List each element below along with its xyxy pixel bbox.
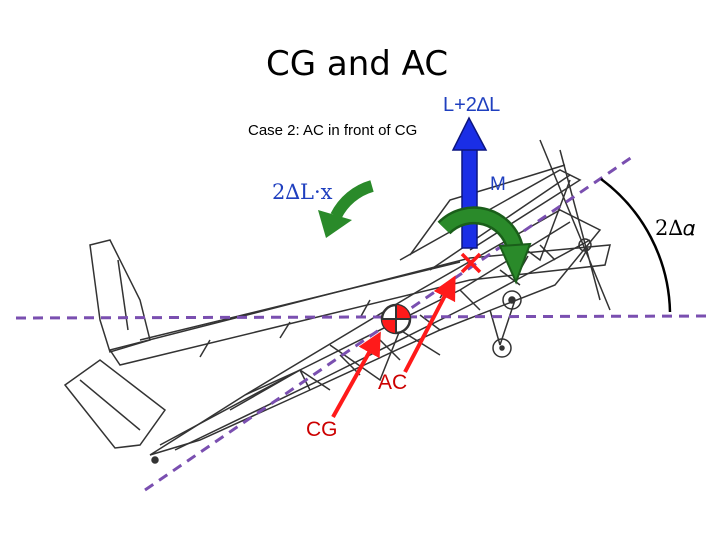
- aircraft-sketch: [63, 139, 611, 464]
- cg-symbol: [380, 303, 412, 335]
- angle-label: 2∆𝛼: [655, 216, 696, 240]
- cg-pointer-arrow: [331, 331, 381, 418]
- moment-arrow: [437, 206, 532, 285]
- moment-label: M: [490, 174, 506, 195]
- ac-label: AC: [378, 371, 408, 394]
- horizontal-reference-line: [15, 314, 713, 320]
- ac-pointer-arrow: [403, 275, 456, 373]
- case-subtitle: Case 2: AC in front of CG: [248, 122, 418, 139]
- cg-label: CG: [306, 418, 338, 441]
- lift-moment-arrow: [318, 180, 374, 238]
- lift-label: L+2∆L: [443, 94, 501, 116]
- lift-moment-label: 2∆L·x: [272, 180, 333, 204]
- slide-title: CG and AC: [266, 44, 449, 84]
- angle-arc: [600, 177, 672, 313]
- ac-marker: [460, 252, 482, 274]
